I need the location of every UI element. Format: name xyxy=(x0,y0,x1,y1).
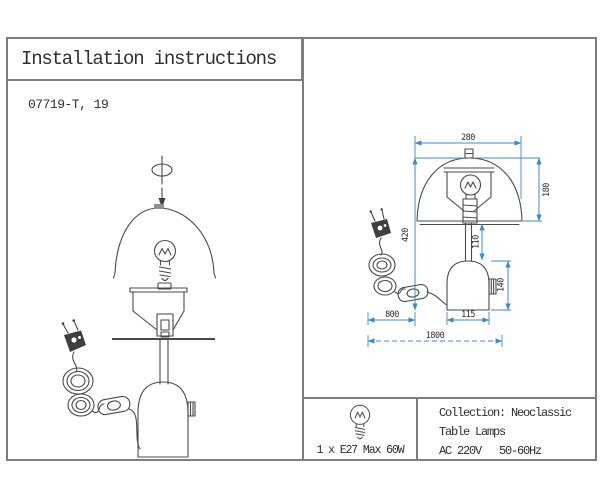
svg-text:115: 115 xyxy=(461,310,475,320)
bulb-cell: 1 x E27 Max 60W xyxy=(304,399,418,459)
spec-category: Table Lamps xyxy=(439,425,506,439)
dim-stem-height: 110 xyxy=(472,223,485,261)
light-bulb-icon xyxy=(459,174,482,200)
svg-text:280: 280 xyxy=(461,133,475,143)
spec-power: AC 220V 50-60Hz xyxy=(439,444,542,458)
svg-text:420: 420 xyxy=(401,228,411,242)
inline-switch xyxy=(97,395,131,416)
light-bulb-icon xyxy=(153,239,177,282)
cord-coil xyxy=(62,351,105,417)
right-panel: 280 420 180 110 140 xyxy=(302,37,597,461)
lamp-shade xyxy=(416,148,523,226)
lamp-holder xyxy=(129,287,188,338)
svg-text:140: 140 xyxy=(497,278,507,292)
cord-coil xyxy=(368,237,406,296)
svg-text:1800: 1800 xyxy=(426,331,445,341)
cord-to-base xyxy=(128,408,141,450)
svg-text:110: 110 xyxy=(472,235,482,249)
dim-base-height: 140 xyxy=(491,260,511,311)
model-number: 07719-T, 19 xyxy=(28,97,109,112)
spec-collection: Collection: Neoclassic xyxy=(439,406,572,420)
specs-cell: Collection: Neoclassic Table Lamps AC 22… xyxy=(418,399,595,459)
exploded-diagram xyxy=(61,155,217,458)
page-title: Installation instructions xyxy=(21,48,277,70)
svg-text:800: 800 xyxy=(385,310,399,320)
lamp-stem xyxy=(159,339,169,385)
title-box: Installation instructions xyxy=(6,37,303,81)
rotation-arrow-icon xyxy=(151,155,173,208)
cord-to-base xyxy=(426,291,448,306)
bulb-spec-label: 1 x E27 Max 60W xyxy=(316,444,404,457)
left-panel: 07719-T, 19 xyxy=(6,37,304,461)
svg-text:180: 180 xyxy=(542,183,552,197)
dim-cord-total: 1800 xyxy=(367,331,503,347)
inline-switch xyxy=(397,283,429,303)
bulb-icon xyxy=(349,404,371,440)
socket-ring xyxy=(157,282,172,290)
dim-base-width: 115 xyxy=(446,310,490,325)
lamp-holder xyxy=(443,167,495,224)
lamp-base xyxy=(446,260,497,311)
power-plug-icon xyxy=(61,319,86,352)
lamp-shade xyxy=(112,204,217,279)
dim-cord-to-switch: 800 xyxy=(367,310,416,325)
dim-shade-height: 180 xyxy=(523,157,552,222)
power-plug-icon xyxy=(369,208,391,238)
dimension-diagram: 280 420 180 110 140 xyxy=(367,133,552,347)
lamp-stem xyxy=(464,222,473,262)
dim-shade-width: 280 xyxy=(414,133,522,199)
info-strip: 1 x E27 Max 60W Collection: Neoclassic T… xyxy=(304,397,595,459)
lamp-base xyxy=(137,381,196,458)
